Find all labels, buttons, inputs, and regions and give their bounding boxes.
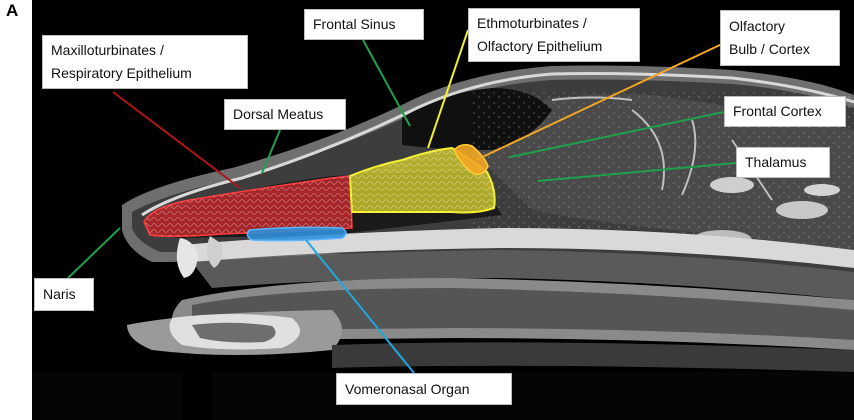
label-frontal-cortex: Frontal Cortex [724, 96, 846, 127]
label-dorsal-meatus: Dorsal Meatus [224, 99, 346, 130]
label-text: Dorsal Meatus [233, 102, 337, 127]
label-vomeronasal-organ: Vomeronasal Organ [336, 373, 512, 405]
label-text: Frontal Cortex [733, 99, 837, 124]
label-text: Vomeronasal Organ [345, 376, 503, 402]
maxilloturbinates-pointer [113, 92, 240, 188]
dorsal-meatus-pointer [262, 130, 280, 173]
ethmoturbinates-pointer [428, 30, 468, 148]
label-text-line-1: Ethmoturbinates / [477, 12, 631, 35]
label-text-line-2: Olfactory Epithelium [477, 35, 631, 58]
frontal-sinus-pointer [363, 40, 410, 126]
vomeronasal-pointer [306, 240, 414, 373]
label-thalamus: Thalamus [736, 147, 830, 178]
thalamus-pointer [538, 163, 736, 181]
label-olfactory-bulb: Olfactory Bulb / Cortex [720, 10, 840, 66]
label-text: Thalamus [745, 150, 821, 175]
label-text-line-2: Respiratory Epithelium [51, 62, 239, 85]
label-text: Naris [43, 281, 85, 308]
naris-pointer [68, 228, 120, 278]
label-text-line-1: Maxilloturbinates / [51, 39, 239, 62]
label-text: Frontal Sinus [313, 12, 415, 37]
panel-letter: A [6, 2, 18, 19]
label-ethmoturbinates: Ethmoturbinates / Olfactory Epithelium [468, 8, 640, 62]
label-text-line-2: Bulb / Cortex [729, 38, 831, 61]
frontal-cortex-pointer [510, 112, 724, 157]
label-naris: Naris [34, 278, 94, 311]
label-maxilloturbinates: Maxilloturbinates / Respiratory Epitheli… [42, 35, 248, 89]
label-frontal-sinus: Frontal Sinus [304, 9, 424, 40]
label-text-line-1: Olfactory [729, 15, 831, 38]
